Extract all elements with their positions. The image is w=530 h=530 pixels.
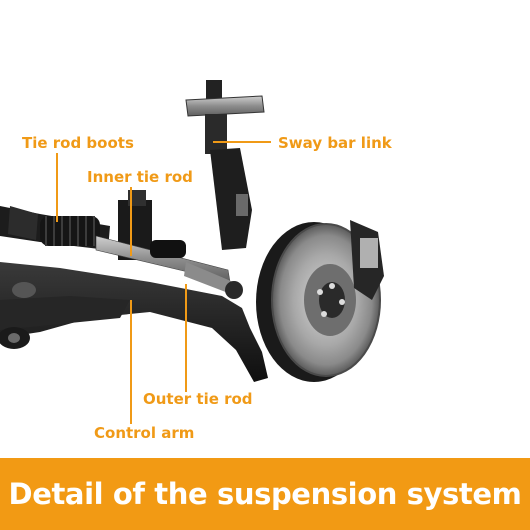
label-inner-tie-rod: Inner tie rod: [87, 168, 193, 186]
label-outer-tie-rod: Outer tie rod: [143, 390, 253, 408]
label-control-arm: Control arm: [94, 424, 195, 442]
leader-lines: [56, 141, 271, 424]
suspension-diagram: [0, 80, 384, 424]
label-tie-rod-boots: Tie rod boots: [22, 134, 134, 152]
brake-disc-shape: [256, 220, 384, 382]
strut-assembly: [185, 80, 265, 250]
banner-title: Detail of the suspension system: [8, 477, 522, 511]
label-sway-bar-link: Sway bar link: [278, 134, 392, 152]
steering-rack-shape: [0, 190, 243, 299]
control-arm-shape: [0, 262, 268, 382]
tie-rod-boot-shape: [40, 216, 100, 246]
title-banner: Detail of the suspension system: [0, 458, 530, 530]
